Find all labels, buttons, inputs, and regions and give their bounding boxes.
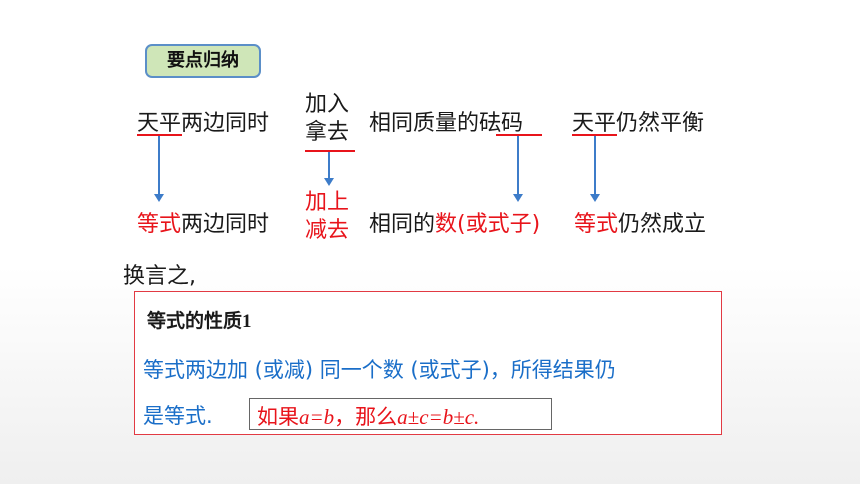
key-points-badge: 要点归纳 bbox=[145, 44, 261, 78]
arrow-2-line bbox=[328, 152, 330, 178]
row1-still-text: 天平仍然平衡 bbox=[572, 105, 704, 137]
row2-number-text: 相同的数(或式子) bbox=[369, 206, 540, 238]
property-box bbox=[134, 291, 722, 435]
arrow-3-line bbox=[517, 136, 519, 194]
row1-same-mass: 相同质量的 bbox=[369, 111, 480, 136]
formula-box bbox=[249, 398, 552, 430]
property-line-1: 等式两边加 (或减) 同一个数 (或式子)，所得结果仍 bbox=[143, 358, 616, 382]
row1-stack-top: 加入 bbox=[305, 92, 350, 117]
arrow-down-icon bbox=[324, 178, 334, 186]
arrow-down-icon bbox=[154, 194, 164, 202]
arrow-down-icon bbox=[513, 194, 523, 202]
row1-mass-text: 相同质量的砝码 bbox=[369, 105, 523, 137]
row1-stack-bottom: 拿去 bbox=[305, 120, 350, 145]
row2-stack-top: 加上 bbox=[305, 190, 350, 215]
row1-balance-term-2: 天平 bbox=[572, 111, 617, 136]
row1-balance-text: 天平两边同时 bbox=[137, 105, 269, 137]
row1-weights-underline bbox=[496, 134, 542, 136]
row1-weights: 砝码 bbox=[479, 111, 524, 136]
row2-number-or-expression: 数(或式子) bbox=[435, 212, 541, 237]
row2-still-text: 等式仍然成立 bbox=[574, 206, 706, 238]
row1-balance-term: 天平 bbox=[137, 111, 182, 136]
arrow-4-line bbox=[594, 136, 596, 194]
transition-text: 换言之, bbox=[123, 264, 196, 289]
formula-prefix: 如果 bbox=[257, 405, 299, 429]
formula-text: 如果a=b，那么a±c=b±c. bbox=[257, 401, 479, 431]
property-title: 等式的性质1 bbox=[147, 311, 252, 332]
row1-stack-underline bbox=[305, 150, 355, 152]
formula-result: a±c=b±c. bbox=[397, 405, 480, 429]
row2-equation-text: 等式两边同时 bbox=[137, 206, 269, 238]
row1-stack: 加入 拿去 bbox=[305, 91, 349, 147]
row2-equation-term-2: 等式 bbox=[574, 212, 619, 237]
row2-stack: 加上 减去 bbox=[305, 189, 349, 245]
row2-both-sides: 两边同时 bbox=[181, 212, 270, 237]
arrow-down-icon bbox=[590, 194, 600, 202]
row2-equation-term: 等式 bbox=[137, 212, 182, 237]
row1-balance-underline-2 bbox=[572, 134, 617, 136]
row1-both-sides: 两边同时 bbox=[181, 111, 270, 136]
row2-same: 相同的 bbox=[369, 212, 436, 237]
row1-balance-underline bbox=[137, 134, 182, 136]
formula-condition: a=b bbox=[299, 405, 335, 429]
row2-still-holds: 仍然成立 bbox=[618, 212, 707, 237]
property-line-2: 是等式. bbox=[143, 404, 213, 428]
arrow-1-line bbox=[158, 136, 160, 194]
formula-mid: ，那么 bbox=[334, 405, 398, 429]
row2-stack-bottom: 减去 bbox=[305, 218, 350, 243]
row1-still-balanced: 仍然平衡 bbox=[616, 111, 705, 136]
